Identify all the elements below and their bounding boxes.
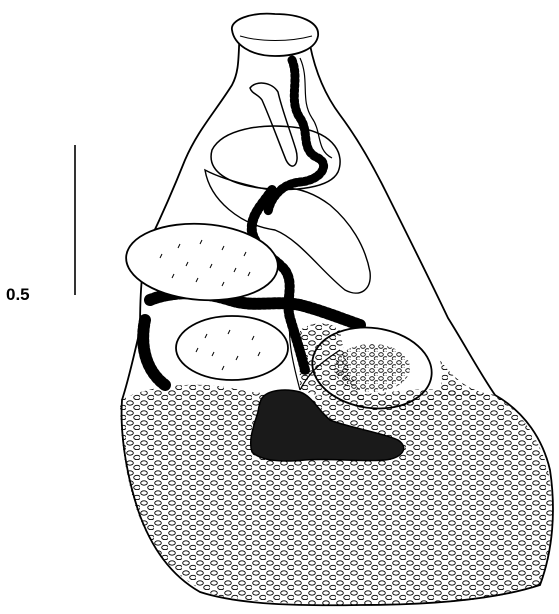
oral-sucker — [232, 14, 318, 56]
vitelline-chain-side — [143, 320, 165, 385]
posterior-testis — [176, 316, 288, 380]
scale-bar-label: 0.5 — [6, 285, 30, 304]
